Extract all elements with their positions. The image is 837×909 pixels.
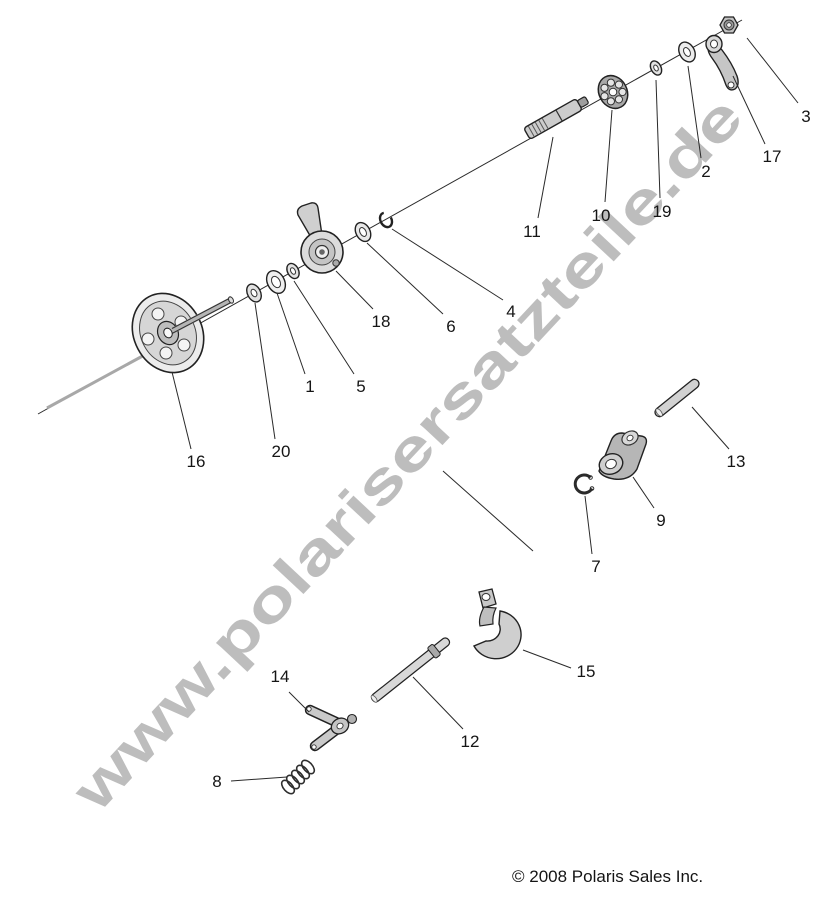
callout-label-8: 8 (212, 772, 221, 791)
callout-leader-11 (537, 136, 554, 219)
callout-label-1: 1 (305, 377, 314, 396)
part-11-shaft (524, 96, 589, 140)
callout-leader-8 (230, 776, 288, 782)
assembly-axis-line-lower (442, 470, 534, 552)
callout-label-5: 5 (356, 377, 365, 396)
callout-label-15: 15 (577, 662, 596, 681)
callout-leader-2 (687, 65, 702, 159)
callout-label-16: 16 (187, 452, 206, 471)
part-19-washer (649, 60, 663, 76)
part-20-washer (246, 283, 262, 303)
callout-label-4: 4 (506, 302, 515, 321)
callout-leader-3 (746, 37, 799, 104)
callout-leader-20 (254, 302, 276, 440)
callout-label-6: 6 (446, 317, 455, 336)
callout-leader-1 (276, 292, 306, 375)
callout-leader-9 (632, 476, 655, 509)
callout-leader-12 (412, 676, 464, 730)
callout-label-9: 9 (656, 511, 665, 530)
part-12-shift-rod (370, 637, 451, 703)
callout-leader-15 (522, 649, 572, 669)
callout-label-19: 19 (653, 202, 672, 221)
callout-leader-17 (732, 75, 766, 145)
part-4-retaining-clip (378, 211, 394, 229)
callout-leader-4 (391, 228, 504, 301)
callout-label-2: 2 (701, 162, 710, 181)
callout-label-3: 3 (801, 107, 810, 126)
copyright-text: © 2008 Polaris Sales Inc. (512, 867, 703, 886)
part-7-snap-ring (573, 473, 595, 495)
callout-label-14: 14 (271, 667, 290, 686)
part-2-washer (678, 41, 696, 63)
callout-leader-13 (691, 406, 730, 450)
callout-label-12: 12 (461, 732, 480, 751)
part-15-shift-fork (473, 588, 522, 660)
callout-label-17: 17 (763, 147, 782, 166)
watermark-text: www.polarisersatzteile.de (59, 84, 755, 824)
part-16-drum-assembly (46, 292, 235, 410)
part-18-cam-plate (296, 202, 344, 274)
part-13-pin (654, 378, 700, 418)
part-1-washer (265, 269, 287, 295)
callout-label-7: 7 (591, 557, 600, 576)
callout-leader-19 (655, 79, 661, 199)
parts-drawing (46, 16, 739, 795)
part-8-spring (280, 759, 316, 795)
callout-leader-5 (293, 280, 355, 375)
part-17-lever-arm (705, 34, 739, 91)
part-3-nut (719, 16, 739, 34)
part-6-washer (354, 221, 372, 243)
callout-leader-18 (335, 270, 374, 310)
callout-label-10: 10 (592, 206, 611, 225)
callout-leader-7 (584, 495, 593, 555)
part-10-detent-star (597, 74, 629, 110)
callout-label-18: 18 (372, 312, 391, 331)
part-9-shift-arm (598, 430, 648, 480)
callout-label-20: 20 (272, 442, 291, 461)
callout-leader-10 (604, 109, 613, 203)
callout-leader-6 (366, 242, 444, 315)
part-5-washer (286, 262, 300, 280)
callout-label-11: 11 (523, 222, 541, 241)
callout-label-13: 13 (727, 452, 746, 471)
callout-leader-14 (288, 691, 310, 713)
part-14-shift-fork-small (304, 704, 358, 752)
callout-leader-16 (171, 371, 192, 450)
